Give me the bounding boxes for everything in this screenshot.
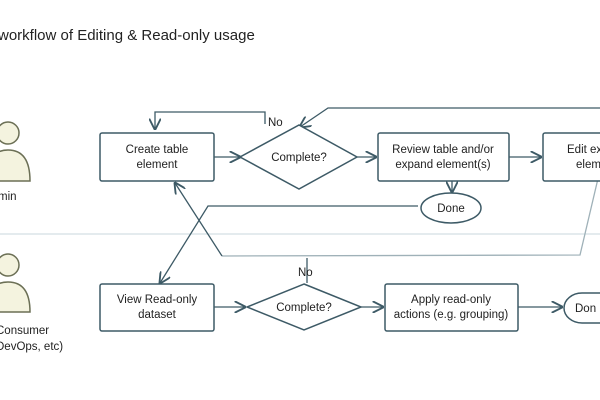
bottom-no-label: No — [298, 267, 313, 279]
bottom-complete-decision — [244, 283, 364, 331]
consumer-label-line2: DevOps, etc) — [0, 341, 63, 353]
create-table-label-line2: element — [137, 159, 179, 171]
review-label-line1: Review table and/or — [392, 144, 494, 156]
bottom-complete-label: Complete? — [276, 302, 332, 314]
admin-label: min — [0, 191, 17, 203]
review-table-box — [377, 132, 510, 182]
apply-readonly-box — [384, 283, 519, 332]
bottom-done-terminal — [563, 292, 600, 324]
create-table-box — [99, 132, 215, 182]
apply-label-line2: actions (e.g. grouping) — [394, 309, 509, 321]
top-done-terminal — [420, 192, 482, 224]
view-label-line2: dataset — [138, 309, 177, 321]
apply-label-line1: Apply read-only — [411, 294, 491, 306]
create-table-label-line1: Create table — [126, 144, 189, 156]
connectors — [155, 107, 600, 307]
edit-label-line1: Edit ex — [567, 144, 600, 156]
top-done-label: Done — [437, 203, 465, 215]
admin-actor-icon — [0, 121, 31, 182]
review-label-line2: expand element(s) — [395, 159, 490, 171]
consumer-actor-icon — [0, 253, 31, 313]
view-readonly-box — [99, 283, 215, 332]
view-label-line1: View Read-only — [117, 294, 198, 306]
edit-box — [542, 132, 600, 182]
top-complete-decision — [238, 124, 359, 190]
diagram-title: workflow of Editing & Read-only usage — [0, 27, 255, 44]
top-no-label: No — [268, 117, 283, 129]
edit-label-line2: elem — [576, 159, 600, 171]
bottom-done-label: Don — [575, 303, 596, 315]
top-complete-label: Complete? — [271, 152, 327, 164]
consumer-label-line1: Consumer — [0, 325, 49, 337]
